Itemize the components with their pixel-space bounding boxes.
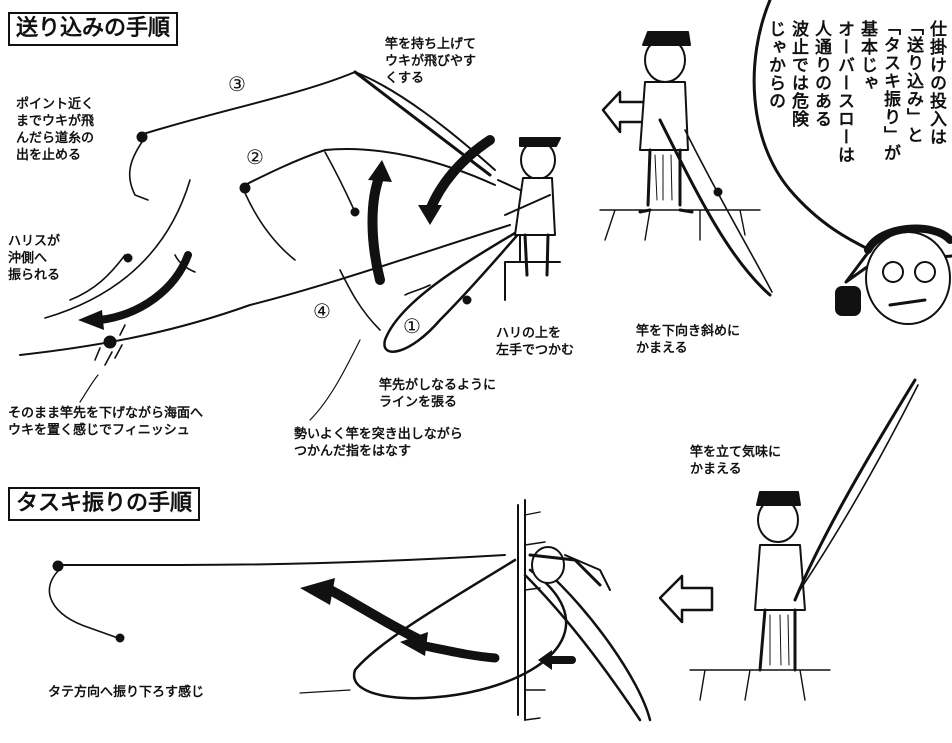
bubble-line-7: 波止では危険 [788, 20, 808, 128]
pier-edge [504, 231, 561, 301]
rod-1-loop [383, 228, 522, 353]
arrow-left-curve [96, 251, 192, 324]
bubble-line-4: 基本じゃ [857, 20, 877, 92]
arrow-up-curve [367, 170, 385, 285]
label-harisu: ハリスが 沖側へ 振られる [8, 234, 61, 283]
old-man-face [835, 224, 952, 325]
hollow-arrow-left-1 [601, 90, 647, 134]
label-saosaki-shinaru: 竿先がしなるように ラインを張る [379, 378, 497, 410]
bubble-line-1: 仕掛けの投入は [926, 20, 946, 146]
label-tate-houkou: タテ方向へ振り下ろす感じ [48, 685, 205, 700]
rod-up [793, 378, 917, 602]
bubble-line-5: オーバースローは [834, 20, 854, 164]
float-tasuki [52, 560, 64, 572]
bubble-line-8: じゃからの [765, 20, 785, 110]
arrow-tasuki-left [415, 640, 500, 663]
label-point-chikaku: ポイント近く までウキが飛 んだら道糸の 出を止める [16, 97, 95, 163]
hollow-arrow-left-2 [658, 574, 714, 624]
label-sonomama: そのまま竿先を下げながら海面へ ウキを置く感じでフィニッシュ [8, 406, 204, 438]
section-title-tasuki: タスキ振りの手順 [8, 487, 201, 521]
step-number-3: ③ [228, 72, 246, 96]
step-number-1: ① [403, 314, 421, 338]
float-4 [103, 335, 117, 349]
section-title-okurikomi: 送り込みの手順 [8, 12, 179, 46]
float-3 [136, 131, 148, 143]
step-number-4: ④ [313, 299, 331, 323]
arrow-down-curve [425, 135, 495, 215]
bubble-line-2: 「送り込み」と [903, 18, 923, 144]
bubble-line-6: 人通りのある [811, 20, 831, 128]
line-tasuki [57, 554, 506, 567]
fisherman-1 [497, 137, 561, 277]
arrow-tasuki-up [325, 585, 425, 645]
label-hari-ue: ハリの上を 左手でつかむ [496, 326, 575, 358]
label-sao-mochiage: 竿を持ち上げて ウキが飛びやす くする [385, 37, 477, 86]
rod-loop-large [352, 558, 568, 700]
label-ikioi: 勢いよく竿を突き出しながら つかんだ指をはなす [294, 427, 463, 459]
fisherman-3 [528, 546, 611, 591]
label-sao-tate: 竿を立て気味に かまえる [690, 445, 782, 477]
fisherman-2 [638, 31, 694, 214]
step-number-2: ② [246, 145, 264, 169]
label-sao-shitamuki: 竿を下向き斜めに かまえる [636, 324, 741, 356]
bubble-line-3: 「タスキ振り」が [880, 18, 900, 162]
float-2 [239, 182, 251, 194]
line-4 [19, 224, 511, 356]
fisherman-4 [754, 491, 806, 672]
rod-down [658, 118, 772, 297]
